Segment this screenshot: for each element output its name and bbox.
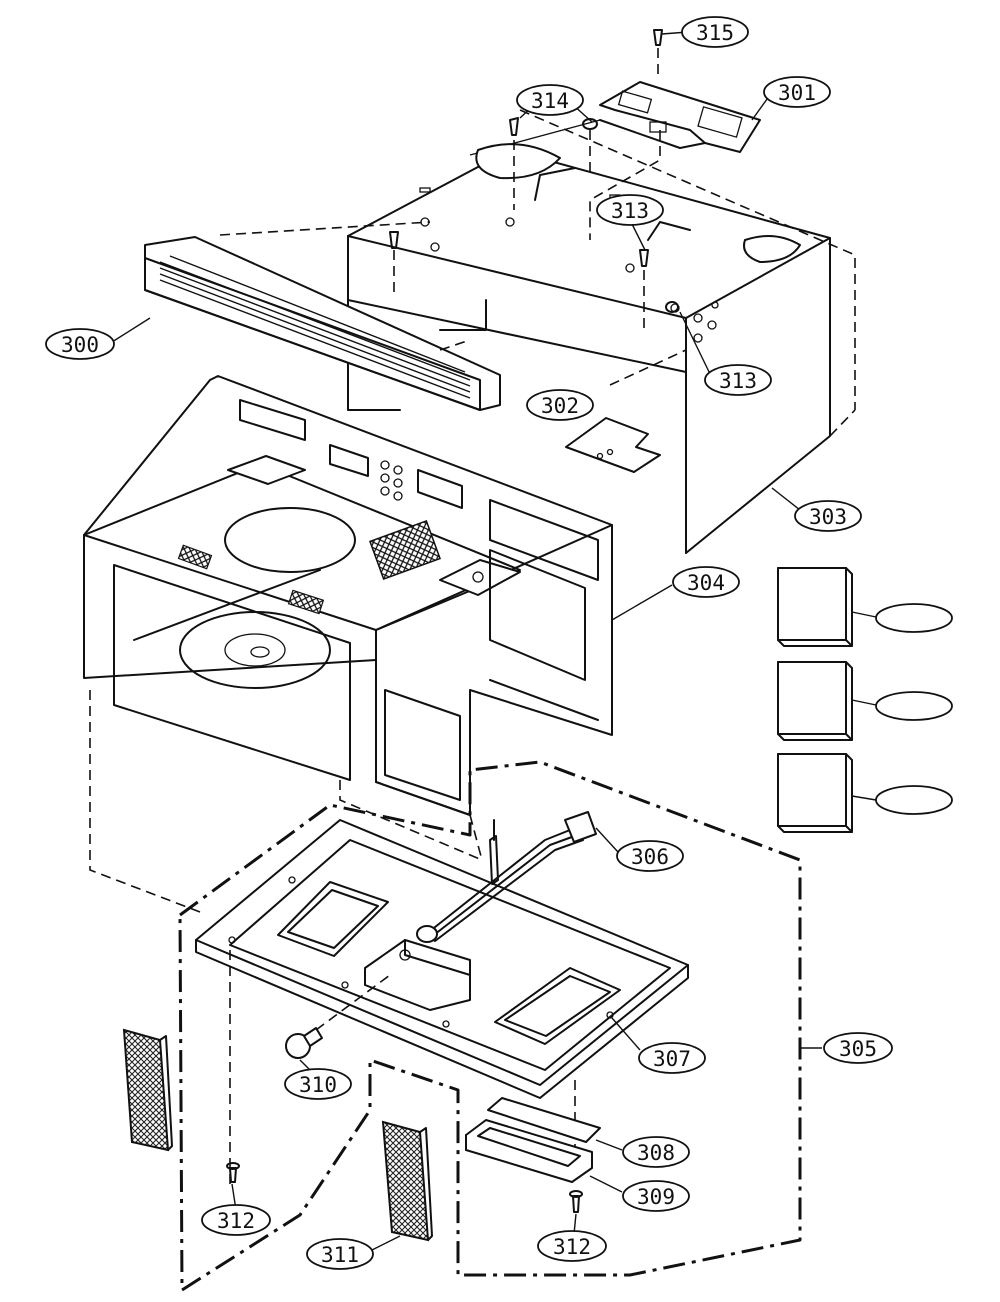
outer-case-part — [347, 109, 856, 554]
callout-308: 308 — [622, 1136, 690, 1168]
callout-315: 315 — [681, 16, 749, 48]
small-bracket-part — [565, 417, 661, 473]
svg-text:301: 301 — [778, 81, 816, 105]
callout-313-top: 313 — [596, 194, 664, 226]
callout-312-left: 312 — [201, 1204, 271, 1236]
callout-312-right: 312 — [537, 1230, 607, 1262]
svg-text:308: 308 — [637, 1141, 675, 1165]
assembly-outline — [178, 760, 802, 1292]
callout-blank-2 — [875, 691, 953, 721]
bottom-screws — [226, 1162, 583, 1213]
base-plate-part — [195, 819, 689, 1190]
callout-311: 311 — [306, 1238, 374, 1270]
callout-blank-1 — [875, 603, 953, 633]
callout-313-right: 313 — [704, 364, 772, 396]
svg-text:311: 311 — [321, 1243, 359, 1267]
oven-cavity-part — [83, 375, 613, 816]
svg-text:313: 313 — [611, 199, 649, 223]
callout-304: 304 — [672, 566, 740, 598]
callout-305: 305 — [823, 1032, 893, 1064]
callout-blank-3 — [875, 785, 953, 815]
svg-text:302: 302 — [541, 394, 579, 418]
svg-text:314: 314 — [531, 89, 569, 113]
control-buttons-cluster — [380, 460, 403, 501]
screws — [389, 29, 679, 330]
lamp-bulb-part — [285, 974, 391, 1059]
callout-307: 307 — [638, 1042, 706, 1074]
wire-harness-part — [416, 811, 597, 943]
svg-text:305: 305 — [839, 1037, 877, 1061]
svg-text:310: 310 — [299, 1073, 337, 1097]
svg-text:315: 315 — [696, 21, 734, 45]
grease-filters — [122, 1028, 433, 1242]
callout-301: 301 — [763, 76, 831, 108]
callout-306: 306 — [616, 840, 684, 872]
callout-300: 300 — [45, 328, 115, 360]
svg-text:306: 306 — [631, 845, 669, 869]
svg-text:303: 303 — [809, 505, 847, 529]
lamp-cover-part — [465, 1097, 601, 1183]
callout-314: 314 — [516, 84, 584, 116]
charcoal-filter-blocks — [777, 567, 877, 833]
svg-text:304: 304 — [687, 571, 725, 595]
callout-309: 309 — [622, 1180, 690, 1212]
callout-303: 303 — [794, 500, 862, 532]
svg-text:312: 312 — [553, 1235, 591, 1259]
svg-text:300: 300 — [61, 333, 99, 357]
callout-302: 302 — [526, 389, 594, 421]
guide-lines — [89, 690, 483, 913]
svg-text:312: 312 — [217, 1209, 255, 1233]
grille-slots — [159, 255, 471, 399]
svg-text:313: 313 — [719, 369, 757, 393]
svg-text:307: 307 — [653, 1047, 691, 1071]
top-bracket-part — [589, 81, 761, 240]
vent-grille-part — [144, 221, 501, 411]
svg-text:309: 309 — [637, 1185, 675, 1209]
callout-310: 310 — [284, 1068, 352, 1100]
